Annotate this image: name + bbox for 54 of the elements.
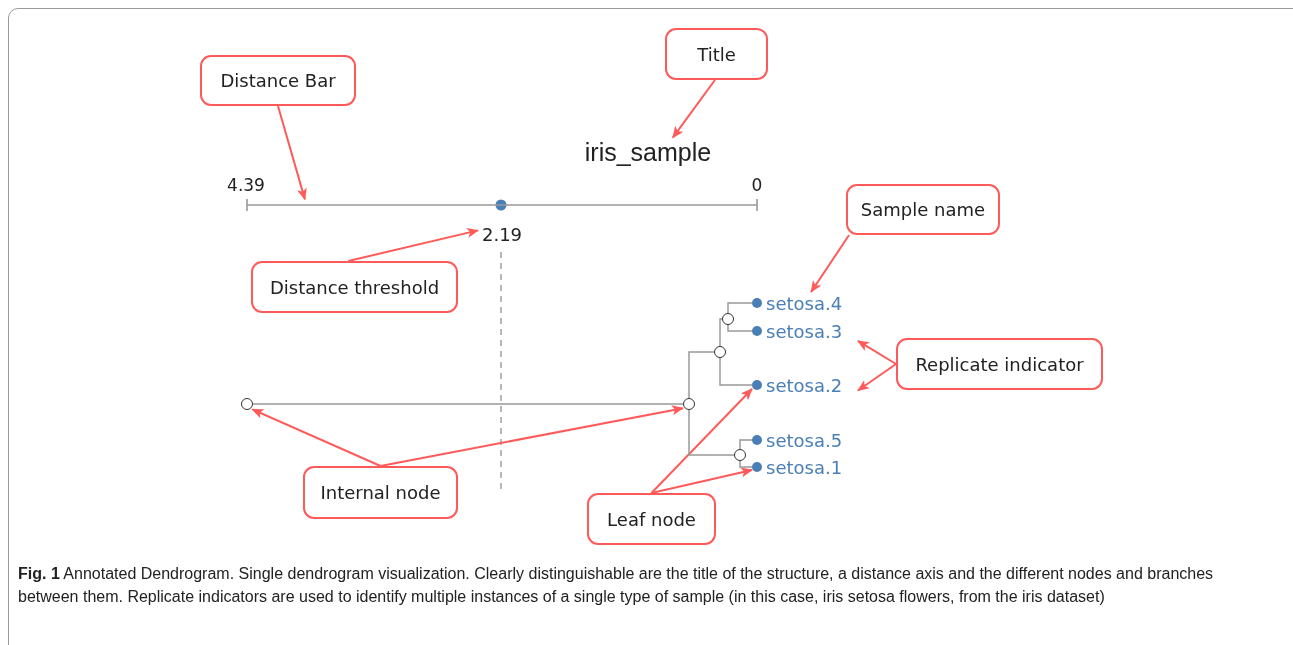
chart-title: iris_sample — [575, 136, 721, 168]
sample-label: setosa.4 — [766, 292, 858, 314]
sample-label: setosa.2 — [766, 374, 858, 396]
leaf-node-dot — [752, 326, 762, 336]
threshold-value: 2.19 — [478, 222, 526, 246]
leaf-node-dot — [752, 380, 762, 390]
callout-box — [200, 55, 356, 106]
sample-label: setosa.1 — [766, 456, 858, 478]
dendrogram-branch — [727, 324, 753, 332]
callout-box — [665, 28, 768, 80]
internal-node-circle — [714, 346, 726, 358]
dendrogram-branch — [739, 460, 753, 468]
leader-line — [857, 339, 897, 365]
callout-label: Internal node — [320, 482, 441, 503]
callout-box — [896, 338, 1103, 390]
internal-node-circle — [734, 449, 746, 461]
dendrogram-branch — [719, 318, 723, 347]
axis-tick-label: 4.39 — [227, 175, 265, 195]
callout-label: Title — [697, 43, 736, 65]
callout-label: Leaf node — [607, 508, 696, 530]
callout-label: Sample name — [860, 199, 986, 220]
internal-node-circle — [722, 313, 734, 325]
leader-line — [650, 467, 753, 494]
callout-box — [846, 184, 1000, 235]
leader-line — [650, 388, 753, 494]
dendrogram-branch — [688, 409, 735, 456]
callout-label: Distance threshold — [269, 276, 440, 298]
leader-line — [810, 234, 851, 293]
internal-node-circle — [241, 398, 253, 410]
callout-box — [251, 261, 458, 313]
leader-line — [671, 79, 716, 139]
callout-box — [303, 466, 458, 519]
leaf-node-dot — [752, 462, 762, 472]
distance-axis — [246, 198, 758, 212]
axis-tick-label: 0 — [751, 175, 763, 195]
dendrogram-branch — [727, 302, 753, 314]
leaf-node-dot — [752, 435, 762, 445]
leader-line — [347, 228, 479, 262]
dendrogram-branch — [688, 351, 715, 399]
dendrogram-branch — [719, 357, 753, 386]
callout-label: Replicate indicator — [915, 353, 1084, 375]
dendrogram-branch — [252, 403, 684, 405]
leader-line — [251, 408, 382, 467]
callout-label: Distance Bar — [220, 70, 336, 91]
leader-line — [379, 405, 684, 467]
callout-box — [587, 493, 716, 545]
figure-caption: Fig. 1 Annotated Dendrogram. Single dendrogram visualization. Clearly distinguishable are the title of the structure, a distance axis and the different nodes and branches between them. Replicate indicators are used to identify multiple instances of a single type of sample (in this case, iris setosa flowers, from the iris dataset) — [18, 564, 1215, 607]
leaf-node-dot — [752, 298, 762, 308]
sample-label: setosa.5 — [766, 429, 858, 451]
sample-label: setosa.3 — [766, 320, 858, 342]
leader-line — [857, 363, 897, 392]
internal-node-circle — [683, 398, 695, 410]
leader-line — [277, 105, 307, 201]
dendrogram-branch — [739, 439, 753, 450]
